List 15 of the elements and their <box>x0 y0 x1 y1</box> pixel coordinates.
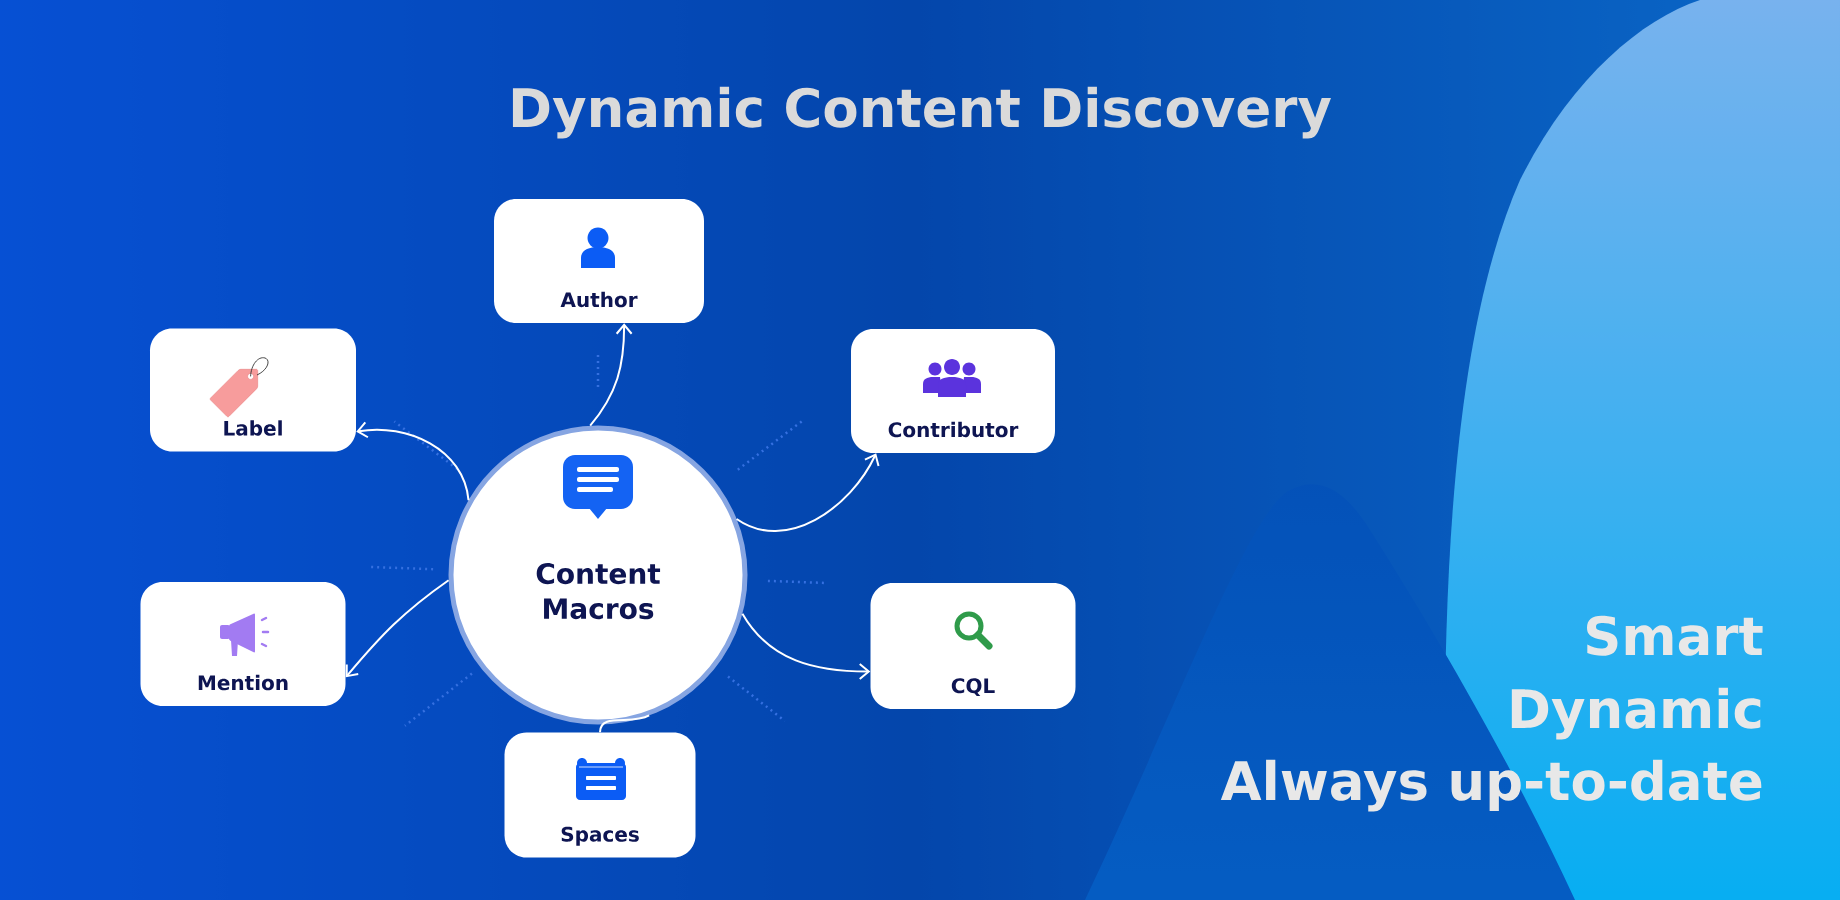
card: Label <box>150 328 356 452</box>
arrow <box>345 579 450 678</box>
card: Mention <box>140 582 346 706</box>
card: CQL <box>870 583 1076 709</box>
slogan-line: Always up-to-date <box>1220 759 1762 812</box>
slogan-line: Dynamic <box>1511 687 1761 740</box>
card: Author <box>494 199 704 323</box>
connector-line <box>599 714 651 734</box>
title: Dynamic Content Discovery <box>512 86 1331 139</box>
slogan-line: Smart <box>1587 615 1763 656</box>
card: Contributor <box>851 329 1055 453</box>
arrow <box>735 453 880 533</box>
arrow <box>741 612 871 681</box>
arrow <box>356 421 470 502</box>
arrow <box>589 323 633 427</box>
